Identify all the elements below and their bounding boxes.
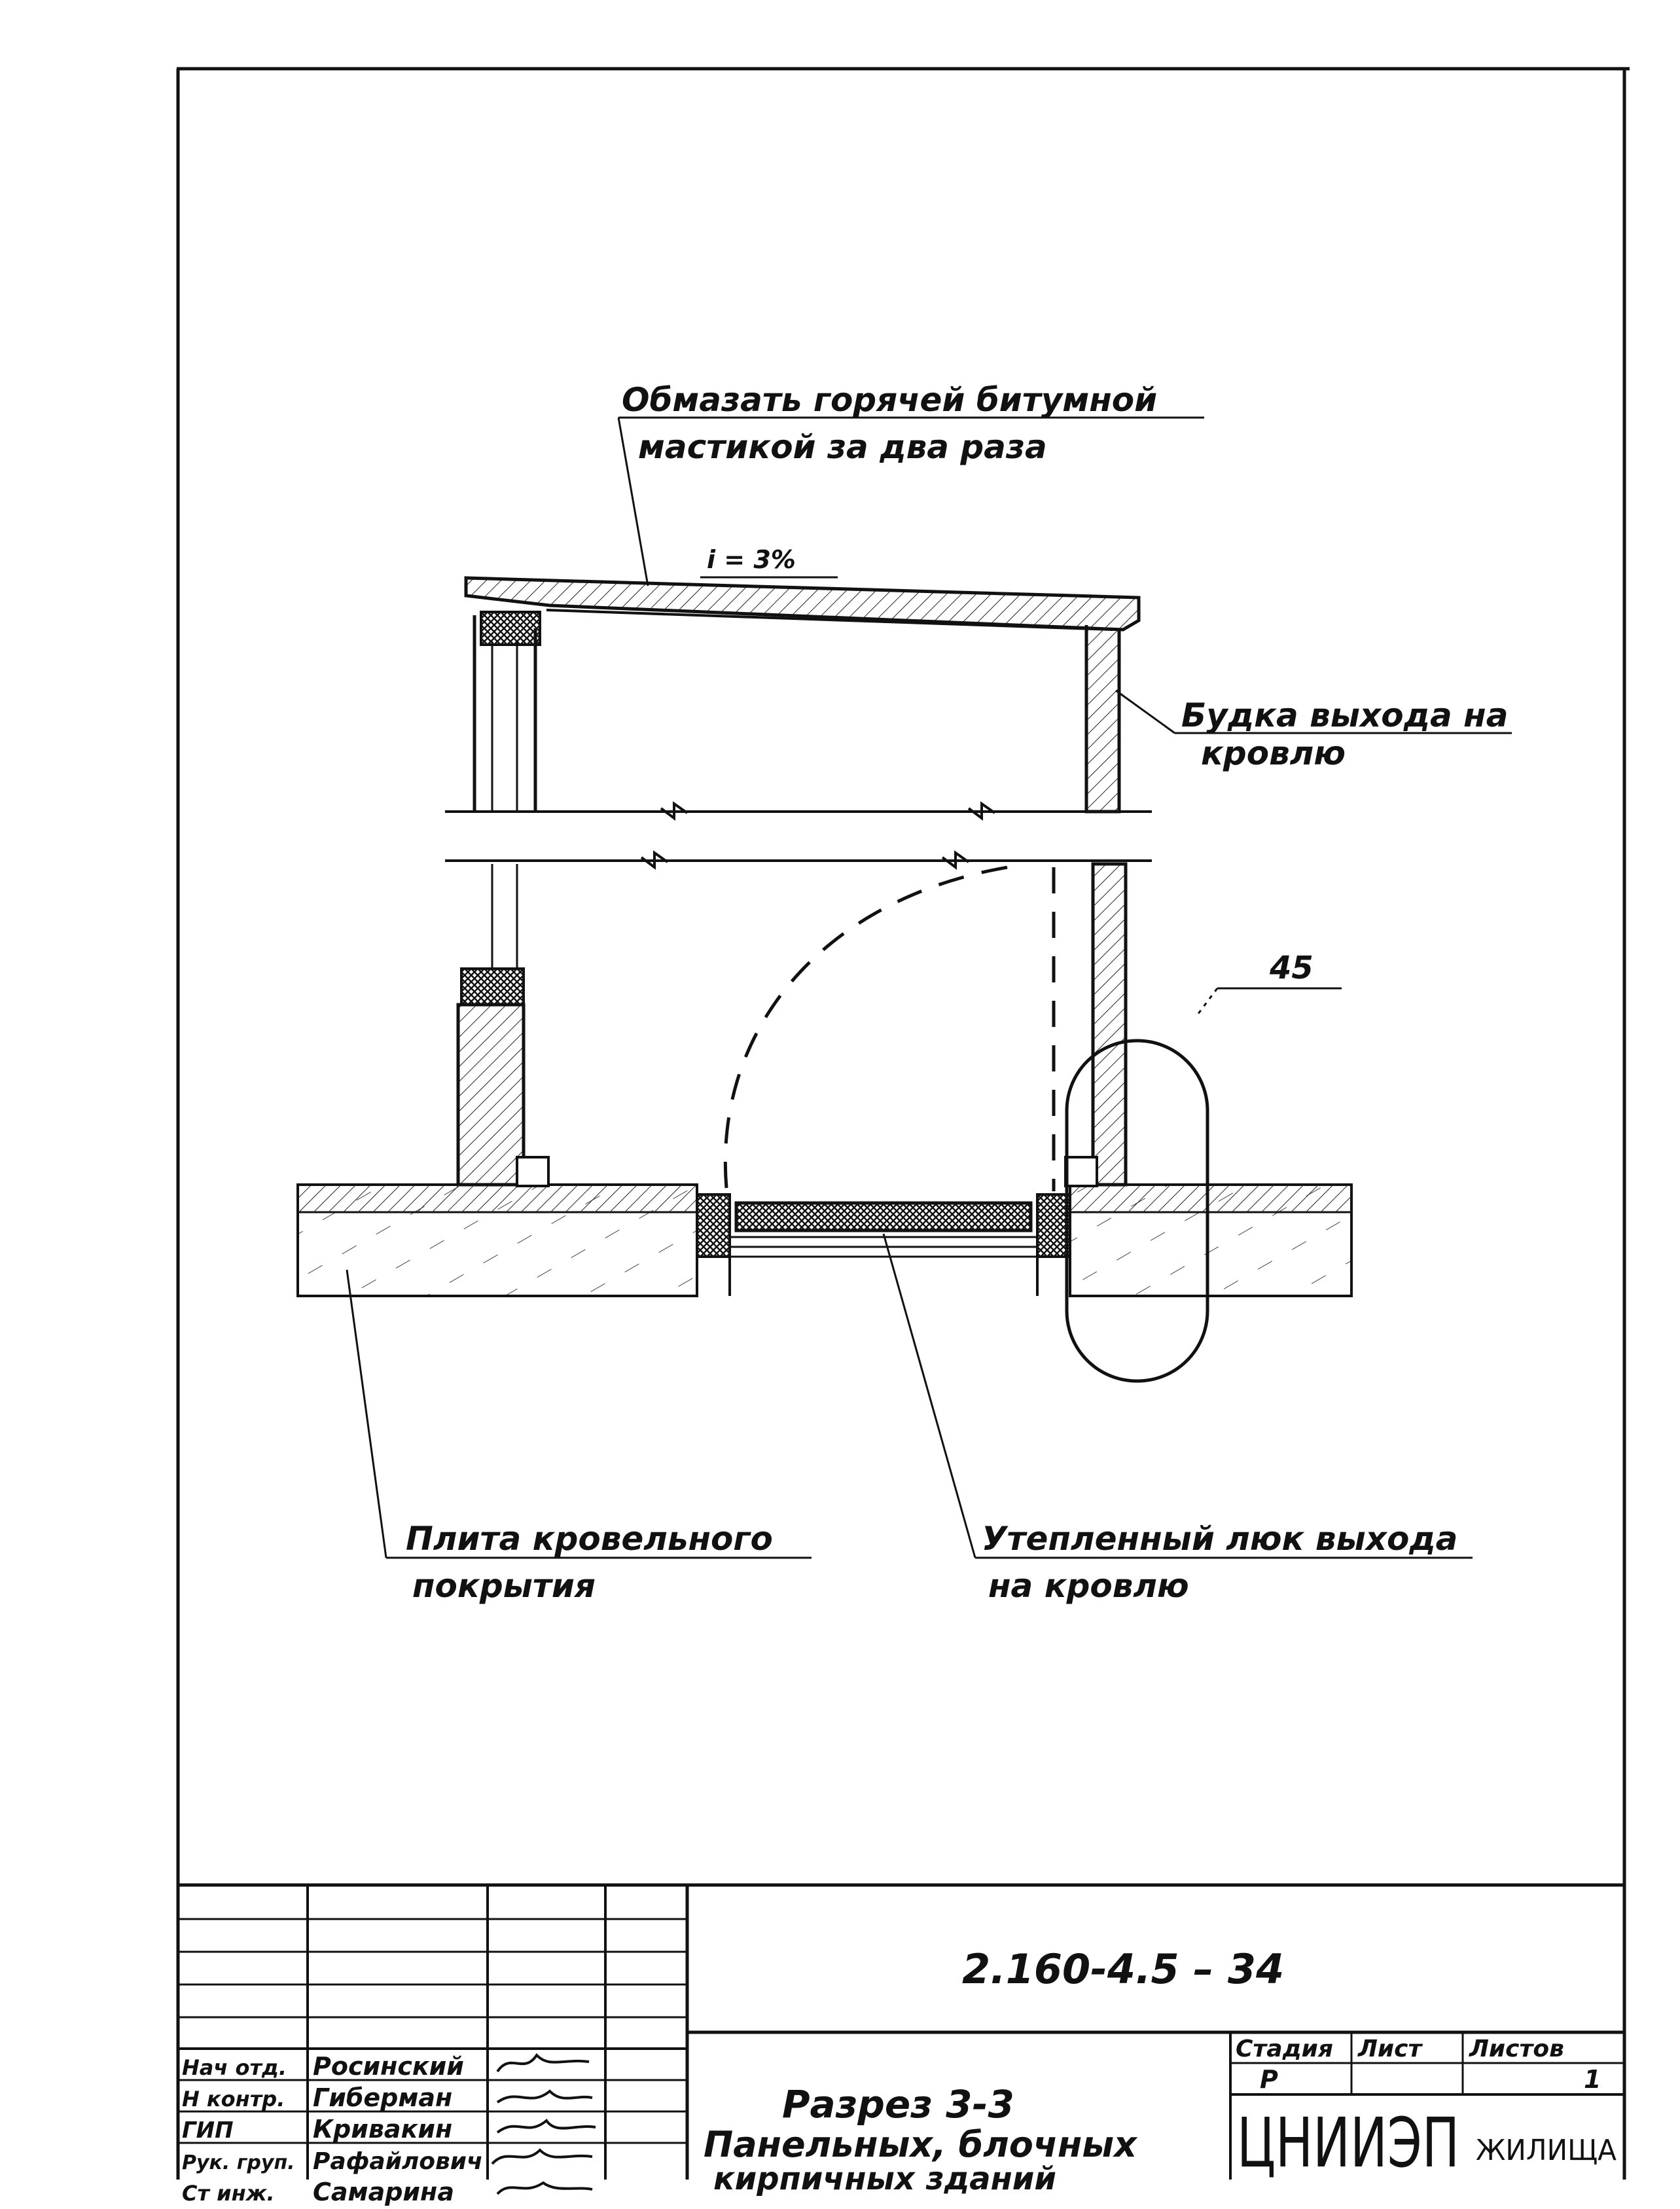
detail-callout-45 — [1065, 987, 1342, 1383]
booth-left-wall-upper — [473, 611, 541, 812]
break-lines — [445, 801, 1152, 870]
signature-role-4: Рук. груп. — [182, 2151, 295, 2174]
handwritten-signatures — [491, 2053, 596, 2195]
drawing-title: Разрез 3-3 — [782, 2082, 1014, 2127]
drawing-subtitle-line2: кирпичных зданий — [713, 2161, 1056, 2197]
slope-label: i = 3% — [707, 545, 796, 574]
booth-right-wall-upper — [1084, 625, 1121, 814]
booth-right-wall-lower — [1091, 862, 1128, 1187]
leader-lines — [346, 416, 1512, 1559]
signature-role-2: Н контр. — [182, 2087, 285, 2111]
drawing-annotations: Обмазать горячей битумной мастикой за дв… — [406, 381, 1508, 1605]
hatch-swing-arc — [723, 865, 1056, 1191]
signature-role-3: ГИП — [182, 2117, 234, 2144]
title-block-text: 2.160-4.5 – 34 Разрез 3-3 Панельных, бло… — [182, 1945, 1617, 2206]
stage-header: Стадия — [1236, 2036, 1333, 2062]
hatch-note-line1: Утепленный люк выхода — [982, 1520, 1457, 1558]
sheets-value: 1 — [1584, 2065, 1601, 2094]
detail-ref-label: 45 — [1269, 950, 1314, 986]
signature-name-1: Росинский — [313, 2052, 464, 2081]
title-block — [178, 1883, 1624, 2180]
document-code: 2.160-4.5 – 34 — [962, 1945, 1284, 1993]
roof-covering-slab — [296, 1156, 1353, 1297]
signature-name-3: Кривакин — [313, 2115, 452, 2144]
insulated-roof-hatch — [696, 1193, 1071, 1296]
booth-roof-slab — [464, 576, 1141, 632]
signature-name-5: Самарина — [313, 2178, 454, 2206]
slab-note-line2: покрытия — [412, 1567, 596, 1605]
drawing-subtitle-line1: Панельных, блочных — [704, 2124, 1138, 2165]
booth-note-line1: Будка выхода на — [1181, 696, 1508, 734]
organization-sub: ЖИЛИЩА — [1476, 2134, 1617, 2167]
slab-note-line1: Плита кровельного — [406, 1520, 773, 1558]
signature-role-5: Ст инж. — [182, 2181, 275, 2206]
signature-name-2: Гиберман — [313, 2083, 452, 2112]
booth-note-line2: кровлю — [1201, 734, 1346, 772]
organization-logo: ЦНИИЭП — [1237, 2103, 1459, 2183]
coating-note-line2: мастикой за два раза — [638, 428, 1047, 466]
stage-value: Р — [1260, 2065, 1278, 2094]
coating-note-line1: Обмазать горячей битумной — [622, 381, 1157, 419]
booth-left-wall-lower — [456, 864, 526, 1187]
sheets-header: Листов — [1469, 2036, 1564, 2062]
sheet-frame — [176, 67, 1630, 2180]
hatch-note-line2: на кровлю — [988, 1567, 1189, 1605]
signature-role-1: Нач отд. — [182, 2055, 287, 2080]
sheet-header: Лист — [1357, 2036, 1423, 2062]
signature-name-4: Рафайлович — [313, 2148, 483, 2175]
